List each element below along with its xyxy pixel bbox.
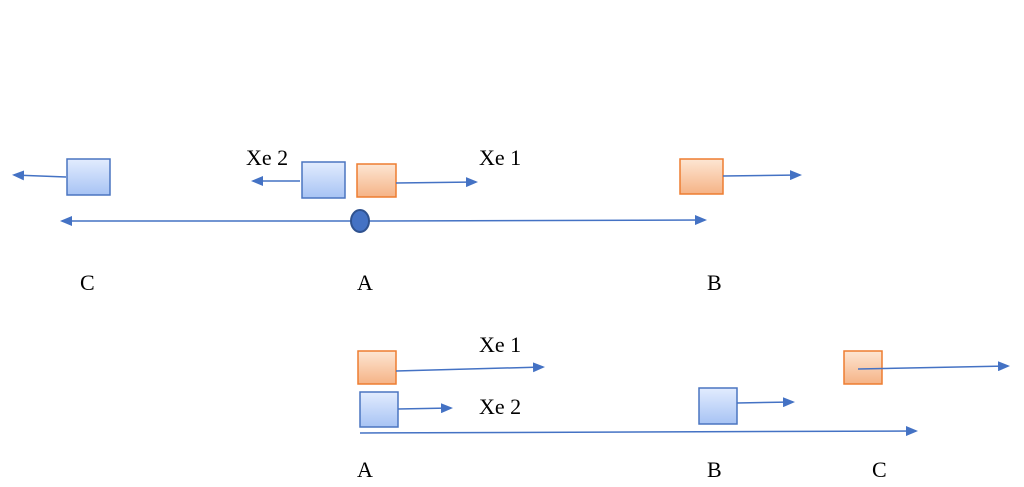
orange-box (679, 158, 724, 195)
car1-box (356, 163, 397, 198)
arrow-left (12, 170, 67, 181)
blue-box (698, 387, 738, 425)
arrow-right (722, 170, 802, 181)
point-c-label: C (872, 457, 887, 482)
point-b-label: B (707, 270, 722, 295)
top-scene: Xe 2 Xe 1 C A B (12, 145, 802, 295)
orange-box (843, 350, 883, 385)
bottom-scene: Xe 1 Xe 2 A B C (357, 332, 1010, 482)
point-a-label: A (357, 270, 373, 295)
car1-arrow (395, 177, 478, 188)
point-c-label: C (80, 270, 95, 295)
car1-arrow (395, 362, 545, 373)
car1-label: Xe 1 (479, 145, 521, 170)
blue-box (66, 158, 111, 196)
point-a-label: A (357, 457, 373, 482)
car1-box (357, 350, 397, 385)
bottom-road-line (359, 426, 918, 437)
car2-box (359, 391, 399, 428)
car2-label: Xe 2 (246, 145, 288, 170)
car1-label: Xe 1 (479, 332, 521, 357)
car2-box (301, 161, 346, 199)
top-road-line (361, 215, 707, 226)
arrow-right (736, 397, 795, 408)
point-b-label: B (707, 457, 722, 482)
car2-arrow (397, 403, 453, 414)
car2-label: Xe 2 (479, 394, 521, 419)
point-a-marker (350, 209, 370, 233)
arrow-right (857, 361, 1010, 372)
